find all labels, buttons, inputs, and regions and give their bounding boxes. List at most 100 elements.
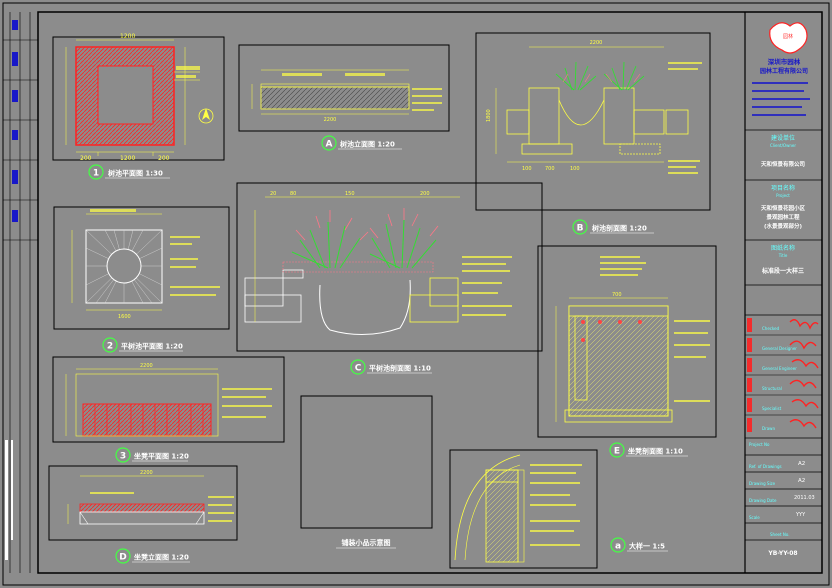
v2-dim-bottom: 1600 [118,314,131,320]
viewB-label-circle [572,219,588,235]
view2-title: 平树池平面图 1:20 [121,342,183,351]
field-label-scale: Scale [749,515,760,520]
viewE-frame [537,245,717,438]
viewC-letter: C [355,364,362,374]
view1-label-circle [88,164,104,180]
v1-dim-top: 1200 [120,33,135,40]
viewE-letter: E [614,447,620,457]
title-block [745,129,822,541]
viewD-frame [48,465,238,541]
role-drawn: Drawn [762,426,775,431]
vE-dim-top: 700 [612,292,622,298]
vC-dim-t4: 200 [420,191,430,197]
view3-number: 3 [120,452,126,462]
vC-dim-t2: 80 [290,191,296,197]
vB-dim-r1: 100 [522,166,532,172]
role-checked: Checked [762,326,780,331]
role-specialist: Specialist [762,406,782,411]
viewa-label-circle [610,537,626,553]
v1-dim-b3: 200 [158,155,170,162]
view1-number: 1 [93,169,99,179]
viewB-title: 树池剖面图 1:20 [592,224,647,233]
field-label-ref: Ref. of Drawings [749,464,782,469]
view3-label-circle [115,447,131,463]
viewC-title: 平树池剖面图 1:10 [369,364,431,373]
placeholder-frame [300,395,433,529]
vB-dim-total: 2200 [590,40,603,46]
view2-label-circle [102,337,118,353]
client-name: 天和恒景有限公司 [761,160,805,168]
field-value-ref: A2 [798,461,805,467]
viewD-letter: D [119,553,126,563]
project-line-1: 天和恒景花园小区 [761,204,806,212]
viewE-title: 坐凳剖面图 1:10 [628,447,683,456]
vB-dim-left: 1800 [486,109,492,122]
company-logo-icon [769,22,808,54]
view1-frame [52,36,225,161]
drawing-label: 图纸名称 [771,244,795,252]
binding-marks [12,20,18,222]
tree-pit-elevation [260,86,410,110]
role-general-engineer: General Engineer [762,366,797,371]
view2-frame [53,206,230,330]
viewC-frame [236,182,543,352]
project-line-3: (水景景观部分) [764,222,803,230]
viewA-label-circle [321,135,337,151]
binding-notes [5,440,13,560]
client-label: 建设单位 [771,134,795,142]
detail-arc [454,454,521,561]
role-structural: Structural [762,386,782,391]
viewE-label-circle [609,442,625,458]
v3-dim-total: 2200 [140,363,153,369]
field-value-date: 2011.03 [794,495,815,501]
placeholder-title: 铺装小品示意图 [342,538,391,547]
vB-dim-r3: 100 [570,166,580,172]
field-value-size: A2 [798,478,805,484]
client-label-en: Client/Owner [770,143,796,148]
viewB-section [506,61,689,155]
viewA-title: 树池立面图 1:20 [340,140,395,149]
bench-plan-slats [82,403,212,437]
bench-elevation-top [79,503,205,513]
view3-frame [52,356,285,443]
field-value-sheet: YB-YY-08 [767,550,797,557]
project-line-2: 景观园林工程 [765,213,800,221]
viewA-letter: A [326,140,333,150]
viewa-frame [449,449,598,569]
vC-dim-t3: 150 [345,191,355,197]
project-label-en: Project [776,193,790,198]
viewB-frame [475,32,711,211]
viewa-letter: a [615,542,621,552]
vC-dim-t1: 20 [270,191,276,197]
signature-scribbles [789,319,819,429]
vD-dim-total: 2200 [140,470,153,476]
field-label-date: Drawing Date [749,498,777,503]
viewC-label-circle [350,359,366,375]
viewC-section [244,208,459,336]
v1-dim-b1: 200 [80,155,92,162]
binding-strip [3,12,38,573]
v1-dim-b2: 1200 [120,155,135,162]
viewB-letter: B [577,224,584,234]
drawing-name: 标准段一大样三 [761,267,804,275]
vA-dim-total: 2200 [324,117,337,123]
vB-dim-r2: 700 [545,166,555,172]
viewE-section [564,305,673,423]
viewD-title: 坐凳立面图 1:20 [134,553,189,562]
role-general-designer: General Designer [762,346,797,351]
viewD-label-circle [115,548,131,564]
project-label: 项目名称 [771,184,795,192]
signature-rows [745,318,822,432]
company-name: 深圳市园林 [768,57,801,66]
viewa-title: 大样一 1:5 [629,542,665,551]
field-label-size: Drawing Size [749,481,776,486]
field-label-sheet: Sheet No. [770,532,789,537]
company-name-2: 园林工程有限公司 [760,67,808,75]
view1-title: 树池平面图 1:30 [108,169,163,178]
view3-title: 坐凳平面图 1:20 [134,452,189,461]
inner-frame [37,11,823,574]
view2-number: 2 [107,342,113,352]
viewA-frame [238,44,450,132]
